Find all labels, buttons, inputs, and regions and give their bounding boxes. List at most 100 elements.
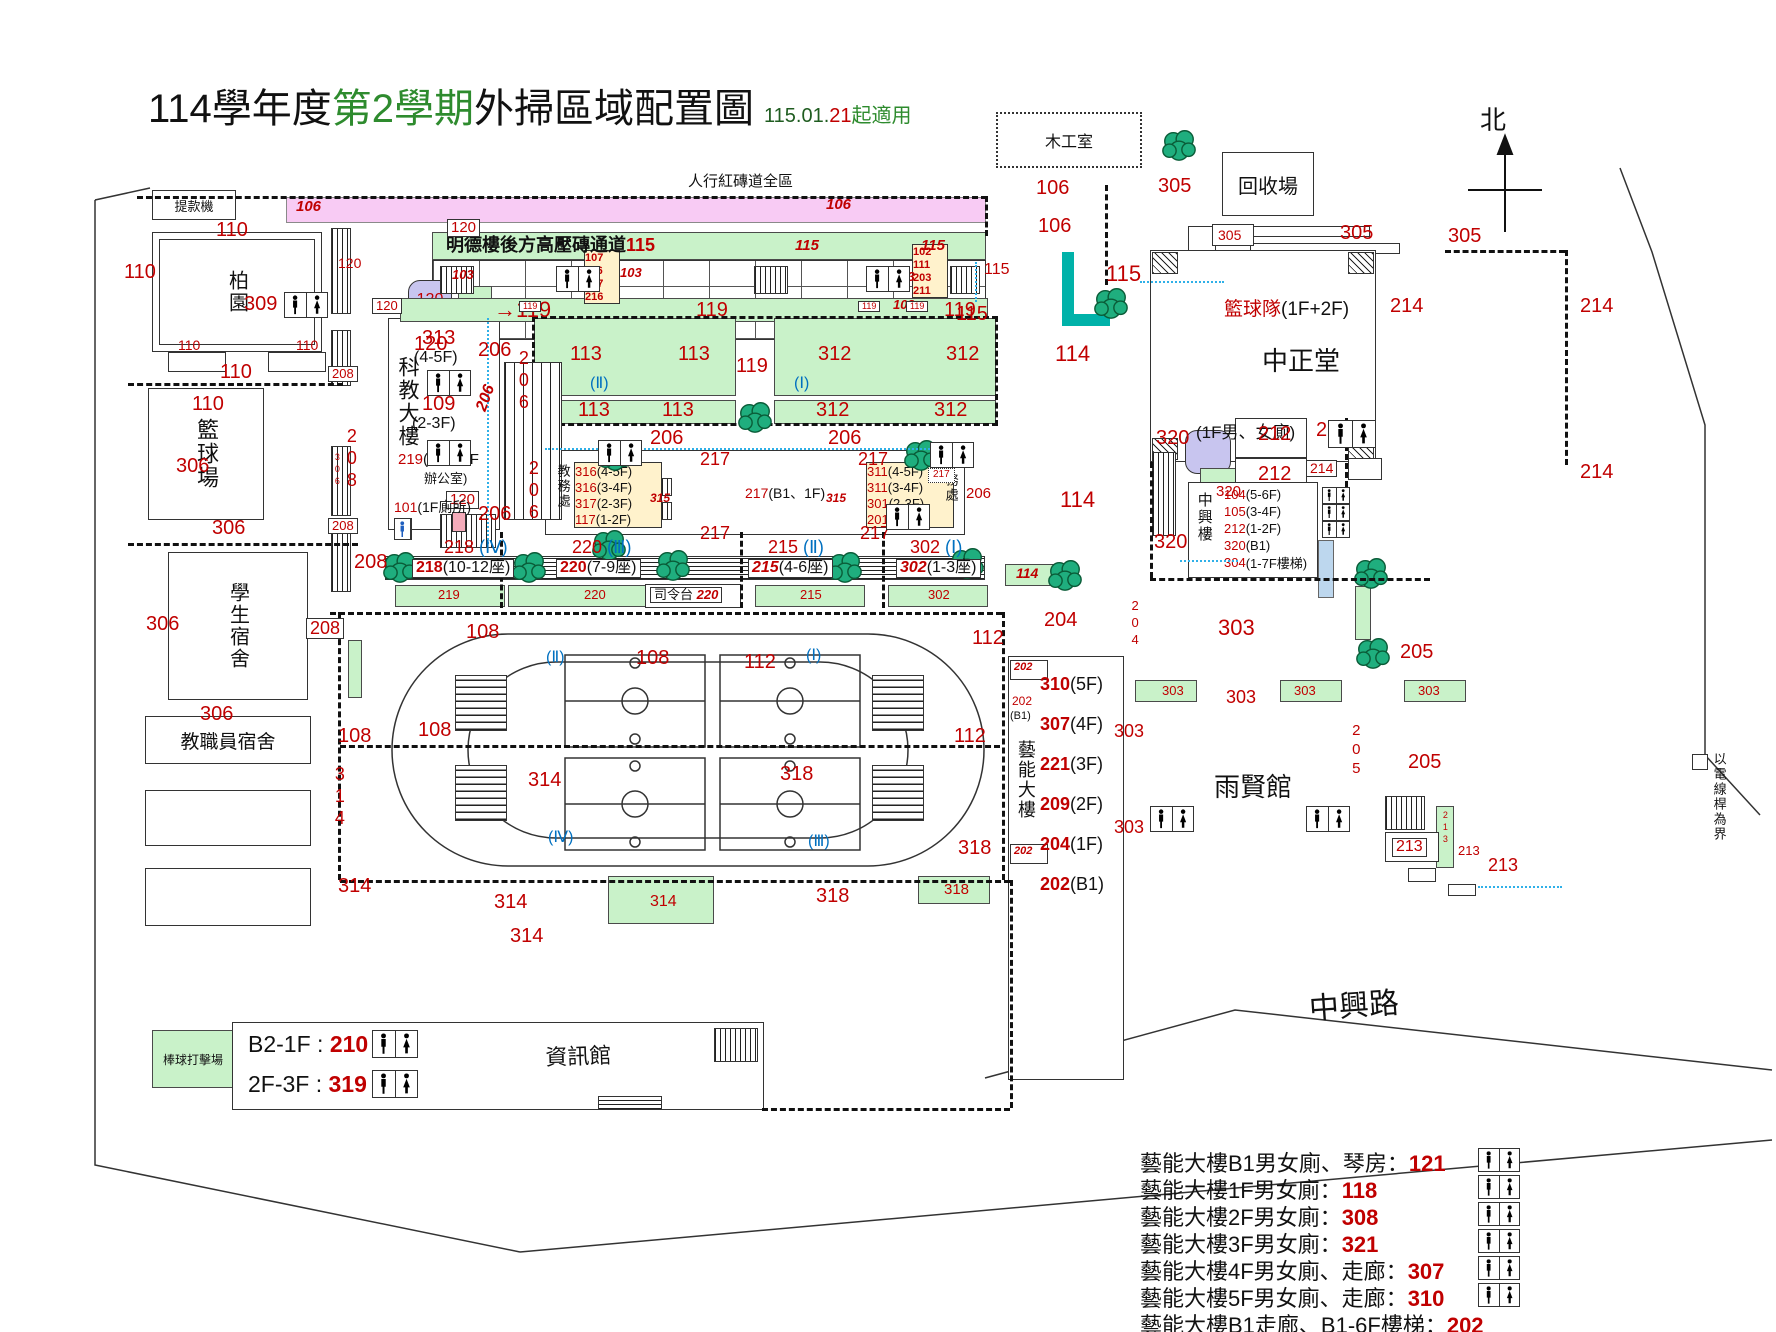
map-label: 213 (1458, 844, 1480, 858)
label-part: (1F男、女廁) (1196, 423, 1296, 442)
label-part: 318 (958, 837, 992, 859)
map-label: (Ⅳ) (548, 829, 573, 847)
stack-row: 117(1-2F) (575, 511, 631, 527)
label-part: 科教大樓 (396, 356, 420, 448)
label-part: 305 (1448, 225, 1482, 247)
label-part: 117 (575, 511, 596, 527)
label-part: 319 (328, 1071, 367, 1097)
stack-row: 107 (585, 251, 603, 264)
boundary-dashed-line (1002, 612, 1005, 880)
map-label: 302(1-3座) (896, 559, 981, 578)
map-label: 119 (519, 301, 542, 313)
map-box (395, 585, 505, 607)
label-part: 108 (418, 719, 452, 741)
label-part: (B1) (1010, 710, 1031, 722)
map-label: B2-1F : 210 (248, 1032, 368, 1056)
label-part: 315 (826, 491, 847, 505)
map-label: 113 (678, 344, 710, 365)
map-box (1448, 884, 1476, 896)
label-part: (1-2F) (1245, 521, 1282, 536)
basketball-court: 籃球場 (148, 388, 264, 520)
map-label: 110 (220, 362, 252, 383)
map-label: 213 (1440, 810, 1450, 846)
map-label: 314 (528, 770, 561, 791)
boundary-dashed-line (1345, 418, 1348, 496)
map-label: 108 (466, 622, 499, 643)
label-part: 205 (1347, 722, 1365, 779)
map-box (872, 765, 924, 821)
map-box (168, 352, 226, 372)
label-part: 206 (828, 427, 862, 449)
floor-assignment-stack: 104(5-6F)105(3-4F)212(1-2F)320(B1)304(1-… (1224, 486, 1318, 571)
toilet-icon (866, 266, 910, 292)
map-box (1152, 252, 1178, 274)
label-part: (7-9座) (586, 559, 637, 576)
label-part: 108 (466, 621, 500, 643)
label-part: (Ⅰ) (794, 375, 810, 392)
map-label: 212 (1258, 464, 1291, 485)
label-part: 114 (1060, 487, 1096, 512)
label-part: 311 (867, 463, 888, 479)
map-label: 306 (212, 518, 245, 539)
map-box (754, 266, 788, 294)
map-label: 214 (1306, 460, 1338, 477)
label-part: 303 (1114, 817, 1145, 837)
map-label: 303 (1418, 684, 1440, 698)
label-part: 120 (376, 298, 398, 313)
tree-icon (510, 548, 548, 588)
label-part: 112 (972, 627, 1004, 649)
title-year: 114學年度 (148, 87, 332, 131)
map-label: 115 (795, 238, 819, 254)
map-label: 206 (478, 340, 511, 361)
map-label: 204 (1128, 598, 1143, 649)
label-part: 113 (570, 343, 602, 365)
label-part: 306 (332, 452, 343, 488)
label-part: 120 (450, 491, 476, 508)
label-part: 提款機 (174, 198, 214, 214)
tree-icon (1160, 126, 1198, 166)
map-label: 110 (192, 394, 224, 415)
staff-dorm: 教職員宿舍 (145, 716, 311, 764)
label-part: 303 (1294, 683, 1316, 698)
label-part: (1F廁所) (417, 499, 472, 515)
tree-icon (590, 526, 628, 566)
map-label: 120 (447, 219, 481, 237)
label-part: (Ⅰ) (940, 537, 963, 557)
label-part: 103 (452, 267, 474, 282)
label-part: 209 (1040, 793, 1071, 814)
label-part: 114 (1016, 565, 1039, 581)
map-label: 113 (662, 400, 694, 421)
atm-box: 提款機 (152, 190, 236, 220)
boundary-dashed-line (1010, 880, 1013, 1108)
map-box (1348, 252, 1374, 274)
label-part: 320 (1216, 483, 1242, 500)
map-label: 208 (306, 618, 345, 639)
label-part: (B1) (1245, 538, 1271, 553)
label-part: 教職員宿舍 (180, 731, 276, 753)
boundary-note-label: 以電線桿為界 (1712, 752, 1727, 842)
tree-icon (1352, 554, 1390, 594)
label-part: 316 (575, 463, 597, 479)
label-part: (Ⅲ) (602, 537, 632, 557)
map-box (1355, 586, 1371, 640)
label-part: 303 (1114, 721, 1145, 741)
map-label: 202 (1012, 695, 1032, 708)
label-part: 104 (1224, 487, 1246, 502)
map-label: 106 (826, 197, 851, 213)
legend-label: 藝能大樓5F男女廁、走廊： (1140, 1286, 1408, 1311)
map-label: 314 (330, 764, 350, 830)
toilet-icon (1322, 504, 1350, 521)
map-box (1692, 754, 1708, 770)
label-part: 204 (1040, 833, 1071, 854)
map-label: (4-5F) (414, 349, 458, 367)
label-part: (3-4F) (596, 479, 633, 495)
map-label: 205 (1347, 722, 1365, 779)
label-part: 313 (422, 327, 456, 349)
stack-row: 104(5-6F) (1224, 486, 1281, 503)
map-box (1152, 452, 1176, 536)
stack-row: 221(3F) (1040, 744, 1103, 784)
label-part: 318 (944, 881, 970, 898)
map-label: 217 (860, 524, 890, 543)
